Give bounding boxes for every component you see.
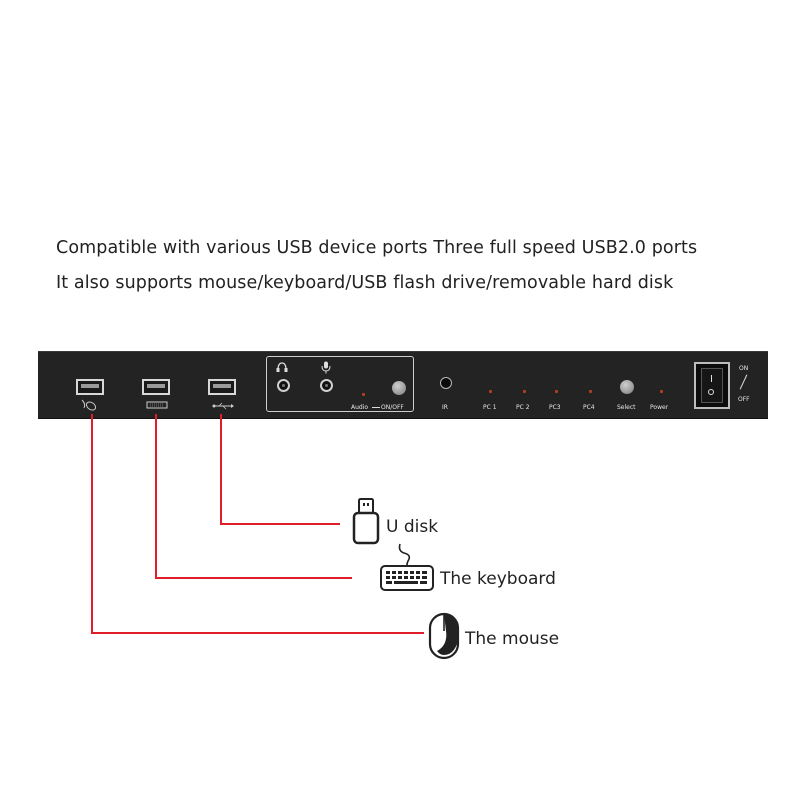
- select-button[interactable]: [620, 380, 634, 394]
- usb-port-mouse[interactable]: [76, 379, 104, 395]
- keyboard-icon: [380, 543, 434, 591]
- keyboard-port-icon: [146, 401, 168, 409]
- pc4-label: PC4: [583, 404, 595, 411]
- mouse-icon: [428, 612, 460, 660]
- ir-receiver: [440, 377, 452, 389]
- mouse-label: The mouse: [465, 629, 560, 649]
- switch-off-label: OFF: [738, 396, 750, 403]
- switch-on-label: ON: [739, 365, 749, 372]
- usb-flash-drive-icon: [352, 498, 380, 545]
- mouse-connector-line: [91, 414, 424, 634]
- pc3-led: [555, 390, 558, 393]
- udisk-connector-line: [220, 414, 340, 525]
- pc2-label: PC 2: [516, 404, 530, 411]
- pc4-led: [589, 390, 592, 393]
- caption-line-2: It also supports mouse/keyboard/USB flas…: [56, 273, 674, 293]
- udisk-label: U disk: [386, 517, 439, 537]
- microphone-icon: [321, 361, 331, 374]
- audio-label: Audio: [351, 404, 369, 411]
- headphone-jack[interactable]: [277, 379, 290, 392]
- microphone-jack[interactable]: [320, 379, 333, 392]
- power-led: [660, 390, 663, 393]
- usb-port-keyboard[interactable]: [142, 379, 170, 395]
- ir-label: IR: [442, 404, 448, 411]
- audio-section: Audio ON/OFF: [266, 356, 414, 412]
- pc2-led: [523, 390, 526, 393]
- caption-line-1: Compatible with various USB device ports…: [56, 238, 698, 258]
- pc1-label: PC 1: [483, 404, 497, 411]
- on-off-label: ON/OFF: [381, 404, 404, 411]
- audio-divider: [372, 407, 380, 408]
- headphone-icon: [276, 362, 288, 372]
- power-switch[interactable]: [694, 362, 730, 409]
- mouse-port-icon: [81, 399, 97, 411]
- pc3-label: PC3: [549, 404, 561, 411]
- power-label: Power: [650, 404, 669, 411]
- usb-port-icon: [212, 402, 234, 410]
- pc1-led: [489, 390, 492, 393]
- kvm-front-panel: Audio ON/OFF IR PC 1 PC 2 PC3 PC4 Select…: [38, 351, 768, 419]
- keyboard-connector-line: [155, 414, 352, 579]
- select-label: Select: [617, 404, 636, 411]
- audio-on-off-button[interactable]: [392, 381, 406, 395]
- usb-port-udisk[interactable]: [208, 379, 236, 395]
- keyboard-label: The keyboard: [440, 569, 556, 589]
- audio-led: [362, 393, 365, 396]
